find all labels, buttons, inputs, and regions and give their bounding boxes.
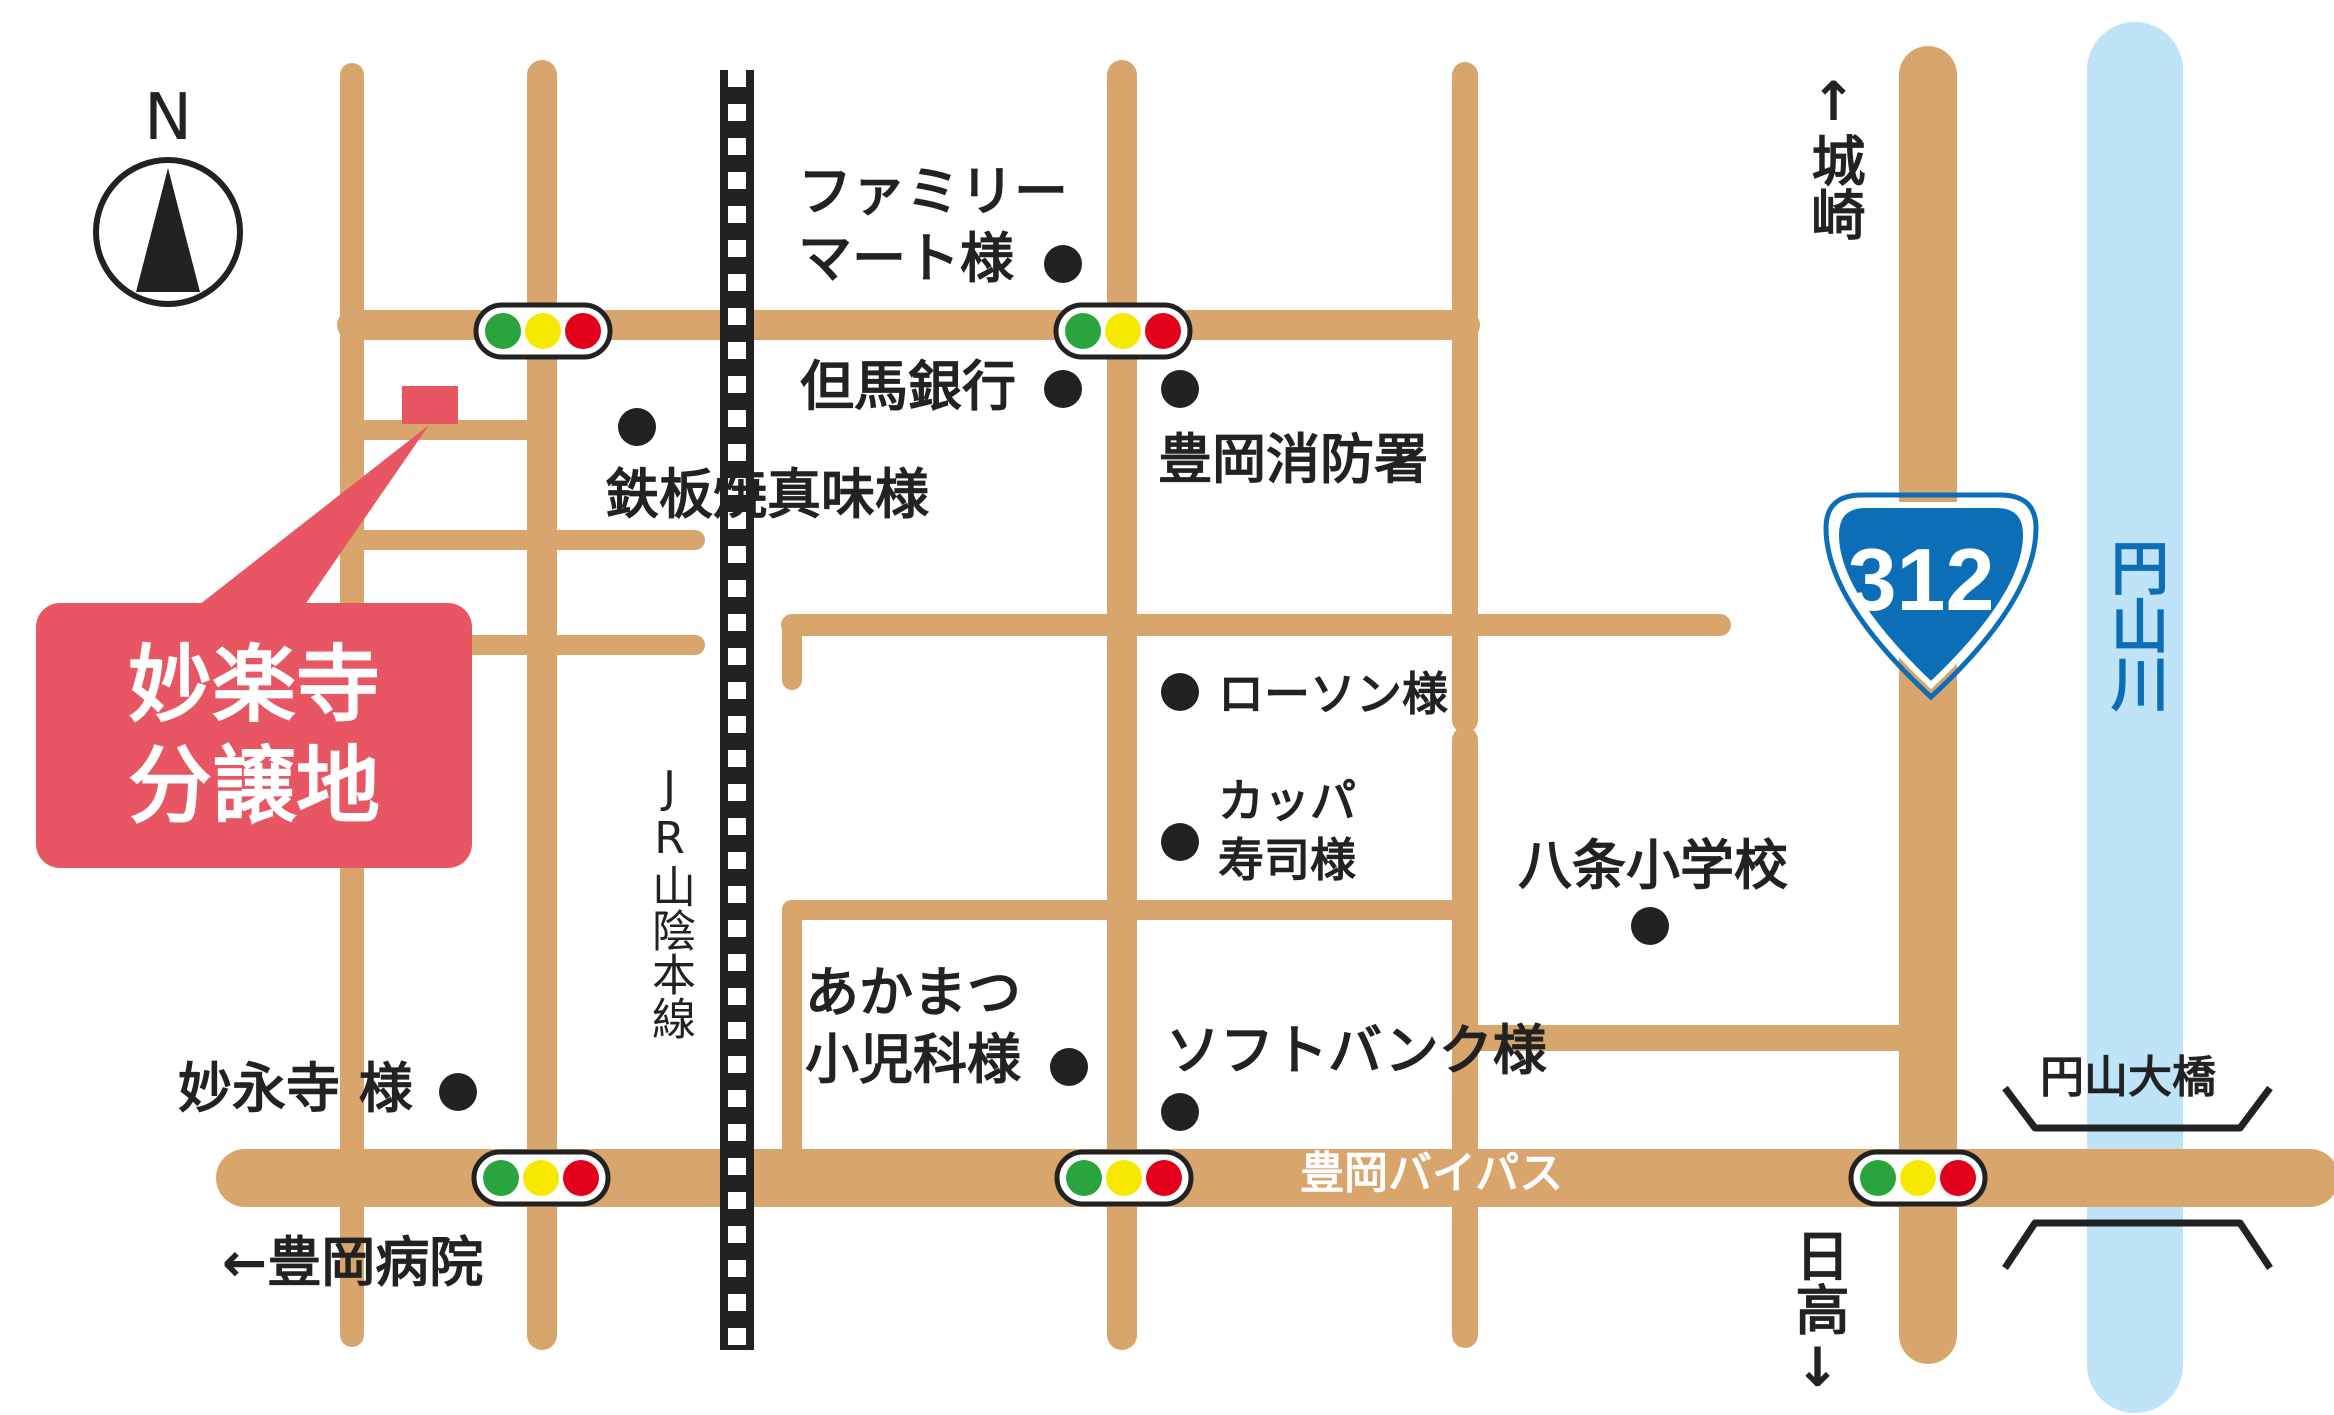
- label-fire-dept: 豊岡消防署: [1158, 428, 1428, 491]
- dot-lawson: [1161, 673, 1199, 711]
- site-title: 妙楽寺 分譲地: [36, 603, 472, 868]
- label-kappa-line1: カッパ: [1218, 774, 1356, 828]
- site-title-line1: 妙楽寺: [127, 635, 380, 734]
- dot-tajima-bank: [1044, 370, 1082, 408]
- direction-south: 日高↓: [1786, 1228, 1849, 1399]
- landmark-dots: [439, 245, 1669, 1131]
- dot-fire-dept: [1161, 370, 1199, 408]
- traffic-signals: [471, 302, 1988, 1207]
- site-marker: [402, 386, 458, 424]
- label-akamatsu-line1: あかまつ: [805, 961, 1021, 1024]
- railway-label: JR山陰本線: [644, 762, 695, 1040]
- route-312-shield: [1823, 492, 2039, 701]
- dot-hachijo-school: [1631, 907, 1669, 945]
- bypass-label: 豊岡バイパス: [1300, 1148, 1564, 1199]
- traffic-signal: [1053, 302, 1193, 360]
- site-callout: [36, 386, 472, 868]
- dot-familymart: [1044, 245, 1082, 283]
- site-title-line2: 分譲地: [127, 736, 380, 835]
- label-softbank: ソフトバンク様: [1166, 1019, 1547, 1082]
- traffic-signal: [471, 1149, 611, 1207]
- bridge-label: 円山大橋: [2040, 1052, 2216, 1103]
- label-familymart-line2: マート様: [798, 227, 1014, 290]
- north-compass: [93, 157, 243, 307]
- river-label: 円山川: [2101, 538, 2169, 712]
- label-familymart-line1: ファミリー: [798, 160, 1068, 223]
- direction-west: ←豊岡病院: [222, 1231, 484, 1294]
- direction-north: ↑城崎: [1802, 70, 1865, 241]
- traffic-signal: [1054, 1149, 1194, 1207]
- dot-akamatsu: [1050, 1048, 1088, 1086]
- dot-kappa: [1161, 823, 1199, 861]
- dot-myoeiji: [439, 1073, 477, 1111]
- label-teppanyaki: 鉄板焼真味様: [605, 463, 929, 526]
- traffic-signal: [473, 302, 613, 360]
- compass-north-label: N: [144, 81, 192, 155]
- dot-softbank: [1161, 1093, 1199, 1131]
- label-kappa-line2: 寿司様: [1218, 833, 1356, 887]
- label-hachijo-school: 八条小学校: [1518, 834, 1788, 897]
- dot-teppanyaki: [618, 408, 656, 446]
- traffic-signal: [1848, 1149, 1988, 1207]
- label-akamatsu-line2: 小児科様: [805, 1028, 1021, 1091]
- bridge-maruyama-ohashi: [2002, 1085, 2273, 1270]
- route-number: 312: [1847, 530, 1995, 629]
- label-tajima-bank: 但馬銀行: [800, 355, 1016, 418]
- label-myoeiji: 妙永寺 様: [178, 1057, 413, 1120]
- label-lawson: ローソン様: [1218, 667, 1448, 721]
